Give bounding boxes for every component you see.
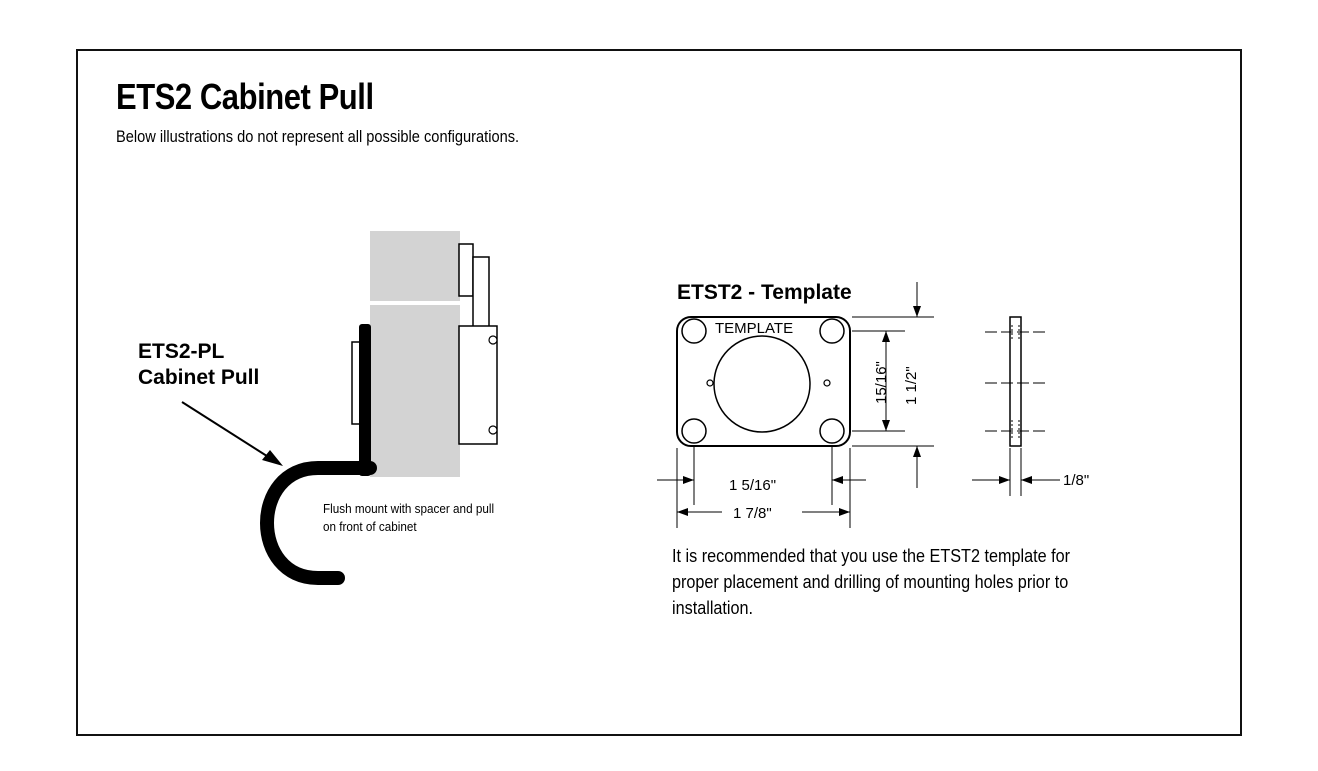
pull-hook: [260, 461, 377, 585]
leader-arrowhead: [262, 450, 283, 466]
arrowhead: [683, 476, 694, 484]
arrowhead: [882, 331, 890, 342]
upper-bracket: [458, 243, 474, 297]
pilot-hole-right: [823, 379, 831, 387]
pull-name-label: Cabinet Pull: [138, 366, 259, 389]
dim-label-overall-horizontal: 1 7/8": [733, 505, 772, 522]
latch-arm: [472, 256, 490, 330]
dim-label-thickness: 1/8": [1063, 472, 1089, 489]
mount-hole-top-right: [819, 318, 845, 344]
leader-line: [181, 401, 271, 459]
template-title: ETST2 - Template: [677, 281, 852, 304]
arrowhead: [913, 306, 921, 317]
template-side-view: [1009, 316, 1022, 447]
mount-hole-bottom-right: [819, 418, 845, 444]
mount-hole-bottom-left: [681, 418, 707, 444]
arrowhead: [999, 476, 1010, 484]
left-caption: Flush mount with spacer and pull on fron…: [323, 500, 494, 536]
center-bore: [713, 335, 811, 433]
cabinet-pull-illustration: ETS2-PL Cabinet Pull: [138, 231, 498, 585]
dim-label-hole-horizontal: 1 5/16": [729, 477, 776, 494]
left-caption-line-2: on front of cabinet: [323, 519, 417, 534]
arrowhead: [839, 508, 850, 516]
pull-plate: [359, 324, 371, 476]
cabinet-lower-panel: [370, 305, 460, 477]
plate-text: TEMPLATE: [715, 320, 793, 337]
dim-label-overall-vertical: 1 1/2": [903, 366, 920, 405]
lock-body: [458, 325, 498, 445]
page-title: ETS2 Cabinet Pull: [116, 76, 374, 117]
pilot-hole-left: [706, 379, 714, 387]
template-illustration: ETST2 - Template TEMPLATE 15/16" 1 1/2": [657, 281, 1089, 528]
arrowhead: [913, 446, 921, 457]
template-note: It is recommended that you use the ETST2…: [672, 546, 1070, 618]
arrowhead: [882, 420, 890, 431]
page-border: [76, 49, 1242, 736]
arrowhead: [832, 476, 843, 484]
arrowhead: [677, 508, 688, 516]
lock-screw-top: [488, 335, 498, 345]
arrowhead: [1021, 476, 1032, 484]
cabinet-upper-panel: [370, 231, 460, 301]
left-caption-line-1: Flush mount with spacer and pull: [323, 501, 495, 516]
spacer: [351, 341, 361, 425]
lock-screw-bottom: [488, 425, 498, 435]
mount-hole-top-left: [681, 318, 707, 344]
pull-model-label: ETS2-PL: [138, 340, 225, 363]
page-subtitle: Below illustrations do not represent all…: [116, 127, 520, 146]
dim-label-hole-vertical: 15/16": [873, 361, 890, 404]
